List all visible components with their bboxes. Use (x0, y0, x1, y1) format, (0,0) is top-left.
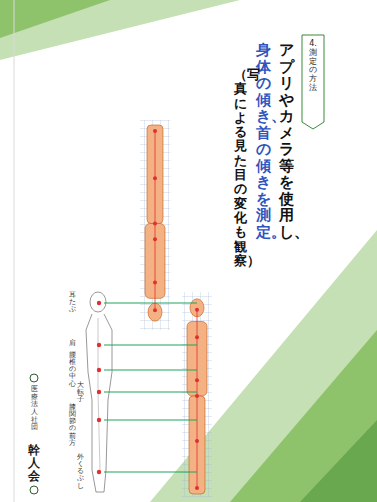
logo-mark (30, 486, 38, 494)
corner-band (230, 330, 377, 502)
logo-mark (30, 374, 38, 382)
landmark-label: 膝関節の前方 (69, 404, 76, 447)
plumb-line (104, 392, 197, 393)
org-name: 医療法人社団 (31, 386, 38, 432)
tab-title: 4. 測定の方法 (309, 34, 317, 105)
grid-board (140, 120, 170, 330)
plumb-line (104, 370, 197, 371)
grid-board (182, 292, 212, 497)
plumb-line (104, 472, 197, 473)
corner-band (300, 420, 377, 502)
corner-band (0, 0, 110, 38)
plumb-line (104, 345, 197, 346)
section-tab: 4. 測定の方法 (301, 34, 325, 130)
landmark-label: 腰椎の中心 (69, 352, 76, 388)
landmark-label: 耳たぶ (69, 292, 76, 313)
corner-band (150, 230, 377, 502)
landmark-label: 外くるぶし (77, 454, 84, 490)
landmark-label: 肩 (69, 340, 76, 347)
emphasis-text: 身体の傾き、首の傾きを測定。 (256, 42, 271, 240)
corner-band (0, 0, 240, 60)
plumb-line (104, 303, 197, 304)
body-figure (145, 125, 165, 321)
body-figure (187, 299, 207, 494)
body-text: アプリやカメラ等を使用し、 (279, 42, 294, 240)
landmark-label: 大転子 (77, 382, 84, 403)
note-text: （写真による見た目の変化も観察） (234, 68, 247, 268)
plumb-line (104, 420, 197, 421)
edge-rule (14, 0, 15, 502)
org-name: 幹人会 (28, 444, 40, 484)
